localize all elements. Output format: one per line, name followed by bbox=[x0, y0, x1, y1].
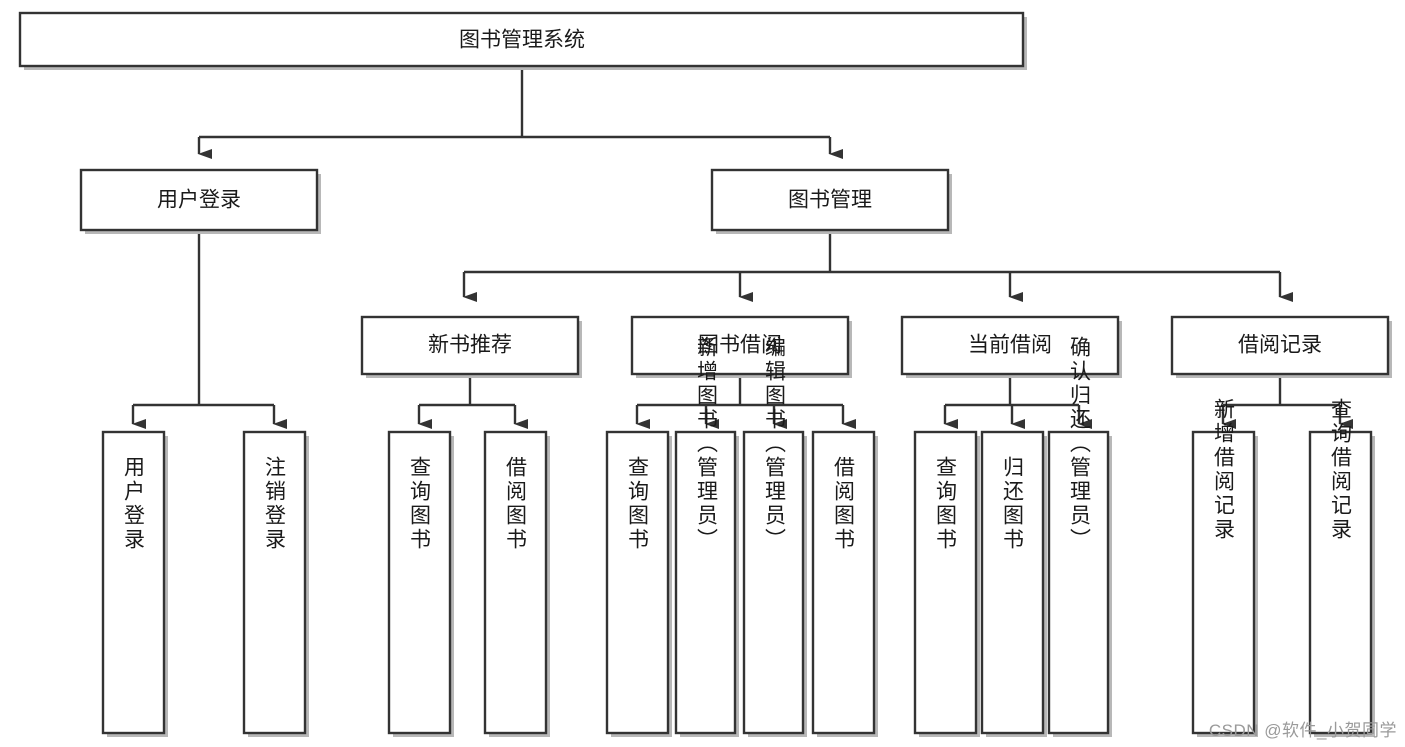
root-box[interactable] bbox=[18, 11, 1025, 68]
leaf-1-label: 用户登录 bbox=[122, 456, 146, 552]
leaf-10[interactable]: 归还图书 bbox=[980, 430, 1047, 737]
leaf-4-label: 借阅图书 bbox=[504, 456, 528, 552]
leaf-10-label: 归还图书 bbox=[1001, 456, 1025, 552]
login-label: 用户登录 bbox=[157, 189, 241, 212]
node-borrow[interactable]: 图书借阅 bbox=[630, 315, 852, 378]
leaf-8-label: 借阅图书 bbox=[832, 456, 856, 552]
newbook-box[interactable] bbox=[360, 315, 580, 376]
root-label: 图书管理系统 bbox=[459, 29, 585, 52]
leaf-1-box[interactable] bbox=[101, 430, 166, 735]
borrow-label: 图书借阅 bbox=[698, 334, 782, 357]
leaf-11[interactable]: 确认归还（管理员） bbox=[1047, 336, 1112, 737]
leaf-3-box[interactable] bbox=[387, 430, 452, 735]
leaf-6[interactable]: 新增图书（管理员） bbox=[674, 336, 739, 737]
leaf-2-label: 注销登录 bbox=[263, 456, 287, 552]
node-record[interactable]: 借阅记录 bbox=[1170, 315, 1392, 378]
leaf-2-box[interactable] bbox=[242, 430, 307, 735]
bookmgmt-box[interactable] bbox=[710, 168, 950, 232]
leaf-6-label: 新增图书（管理员） bbox=[695, 336, 719, 552]
leaf-7-box[interactable] bbox=[742, 430, 805, 735]
record-label: 借阅记录 bbox=[1238, 334, 1322, 357]
connector-layer bbox=[131, 66, 1353, 429]
leaf-4[interactable]: 借阅图书 bbox=[483, 430, 550, 737]
leaf-6-box[interactable] bbox=[674, 430, 737, 735]
leaf-13-box[interactable] bbox=[1308, 430, 1373, 735]
leaf-5-box[interactable] bbox=[605, 430, 670, 735]
record-box[interactable] bbox=[1170, 315, 1390, 376]
leaf-10-box[interactable] bbox=[980, 430, 1045, 735]
leaf-9-box[interactable] bbox=[913, 430, 978, 735]
leaf-8-box[interactable] bbox=[811, 430, 876, 735]
leaf-12-box[interactable] bbox=[1191, 430, 1256, 735]
csdn-watermark: CSDN @软件_小贺同学 bbox=[1208, 721, 1397, 740]
leaf-7-label: 编辑图书（管理员） bbox=[763, 336, 787, 552]
node-root[interactable]: 图书管理系统 bbox=[18, 11, 1027, 70]
leaf-8[interactable]: 借阅图书 bbox=[811, 430, 878, 737]
leaf-3[interactable]: 查询图书 bbox=[387, 430, 454, 737]
borrow-box[interactable] bbox=[630, 315, 850, 376]
newbook-label: 新书推荐 bbox=[428, 334, 512, 357]
bookmgmt-label: 图书管理 bbox=[788, 189, 872, 212]
leaf-9[interactable]: 查询图书 bbox=[913, 430, 980, 737]
leaf-7[interactable]: 编辑图书（管理员） bbox=[742, 336, 807, 737]
leaf-1[interactable]: 用户登录 bbox=[101, 430, 168, 737]
node-current[interactable]: 当前借阅 bbox=[900, 315, 1122, 378]
current-box[interactable] bbox=[900, 315, 1120, 376]
leaf-12-label: 新增借阅记录 bbox=[1212, 398, 1236, 542]
leaf-12[interactable]: 新增借阅记录 bbox=[1191, 398, 1258, 737]
leaf-2[interactable]: 注销登录 bbox=[242, 430, 309, 737]
current-label: 当前借阅 bbox=[968, 334, 1052, 357]
leaf-3-label: 查询图书 bbox=[408, 456, 432, 552]
leaf-9-label: 查询图书 bbox=[934, 456, 958, 552]
leaf-13-label: 查询借阅记录 bbox=[1329, 398, 1353, 542]
node-newbook[interactable]: 新书推荐 bbox=[360, 315, 582, 378]
leaf-5-label: 查询图书 bbox=[626, 456, 650, 552]
leaf-5[interactable]: 查询图书 bbox=[605, 430, 672, 737]
node-bookmgmt[interactable]: 图书管理 bbox=[710, 168, 952, 234]
leaf-11-label: 确认归还（管理员） bbox=[1068, 336, 1092, 552]
node-login[interactable]: 用户登录 bbox=[79, 168, 321, 234]
leaf-13[interactable]: 查询借阅记录 bbox=[1308, 398, 1375, 737]
leaf-4-box[interactable] bbox=[483, 430, 548, 735]
login-box[interactable] bbox=[79, 168, 319, 232]
leaf-11-box[interactable] bbox=[1047, 430, 1110, 735]
